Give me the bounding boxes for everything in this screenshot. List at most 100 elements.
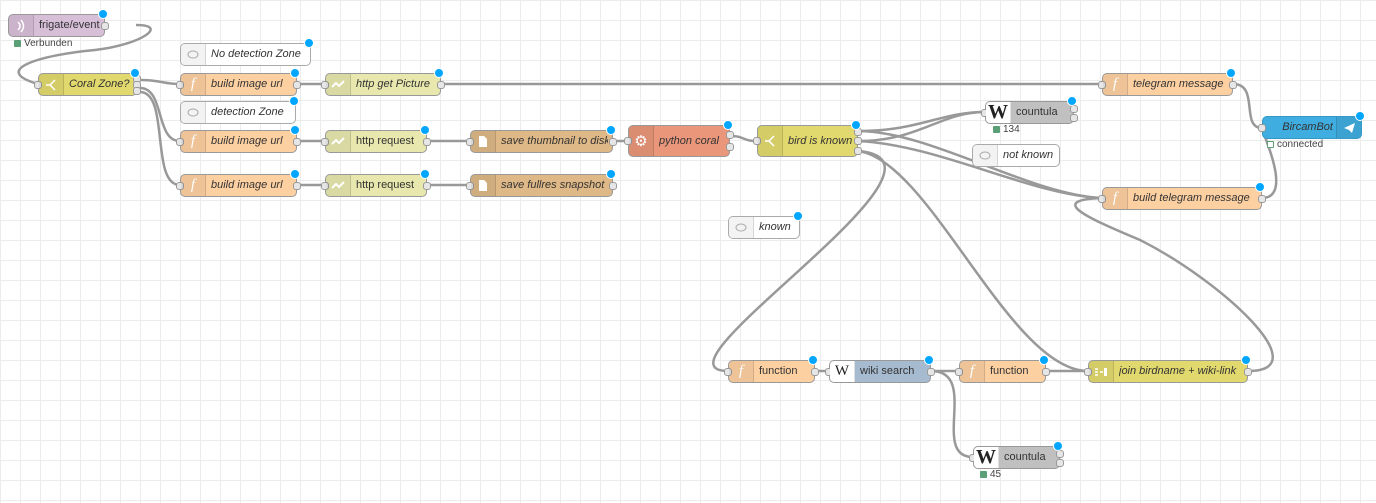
input-port[interactable] — [955, 368, 963, 376]
input-port[interactable] — [321, 81, 329, 89]
changed-indicator — [290, 169, 300, 179]
comment-node-not-known[interactable]: not known — [972, 144, 1060, 167]
globe-icon — [326, 175, 351, 196]
status-text: connected — [1277, 139, 1324, 150]
node-label: bird is known — [788, 135, 853, 147]
comment-icon — [729, 217, 754, 238]
changed-indicator — [606, 169, 616, 179]
function-node-function-1[interactable]: f function — [724, 355, 819, 383]
node-status: 45 — [980, 469, 1001, 480]
output-port[interactable] — [293, 138, 301, 146]
function-node-build-image-url-3[interactable]: f build image url — [176, 169, 301, 197]
output-port-1[interactable] — [1070, 105, 1078, 113]
node-label: BircamBot — [1282, 121, 1333, 133]
node-label: build telegram message — [1133, 192, 1250, 204]
output-port[interactable] — [609, 138, 617, 146]
wikipedia-node-wiki-search[interactable]: W wiki search — [825, 355, 935, 383]
output-port[interactable] — [293, 81, 301, 89]
file-node-save-fullres[interactable]: save fullres snapshot — [466, 169, 617, 197]
output-port[interactable] — [293, 182, 301, 190]
function-node-function-2[interactable]: f function — [955, 355, 1050, 383]
switch-node-coral-zone[interactable]: Coral Zone? — [34, 68, 141, 96]
function-icon: f — [1103, 188, 1128, 209]
join-node-join-birdname-wiki-link[interactable]: join birdname + wiki-link — [1084, 355, 1252, 383]
output-port[interactable] — [101, 22, 109, 30]
node-status: Verbunden — [14, 38, 72, 49]
output-port[interactable] — [423, 138, 431, 146]
python-node-python-coral[interactable]: ⚙ python coral — [624, 120, 734, 157]
input-port[interactable] — [321, 138, 329, 146]
input-port[interactable] — [466, 138, 474, 146]
function-icon: f — [729, 361, 754, 382]
output-port-2[interactable] — [1056, 459, 1064, 467]
output-port-3[interactable] — [133, 87, 141, 95]
counter-icon: W — [974, 446, 999, 468]
file-icon — [471, 131, 496, 152]
input-port[interactable] — [176, 81, 184, 89]
output-port-1[interactable] — [1056, 450, 1064, 458]
output-port[interactable] — [927, 368, 935, 376]
output-port[interactable] — [423, 182, 431, 190]
node-label: save thumbnail to disk — [501, 135, 608, 147]
input-port[interactable] — [624, 137, 632, 145]
changed-indicator — [851, 120, 861, 130]
output-port[interactable] — [609, 182, 617, 190]
output-port[interactable] — [1258, 195, 1266, 203]
changed-indicator — [723, 120, 733, 130]
comment-icon — [181, 102, 206, 123]
wire — [139, 86, 181, 143]
input-port[interactable] — [176, 182, 184, 190]
output-port[interactable] — [1229, 81, 1237, 89]
input-port[interactable] — [1098, 195, 1106, 203]
function-node-telegram-message[interactable]: f telegram message — [1098, 68, 1237, 96]
input-port[interactable] — [321, 182, 329, 190]
function-node-build-telegram-message[interactable]: f build telegram message — [1098, 182, 1266, 210]
changed-indicator — [98, 9, 108, 19]
output-port[interactable] — [437, 81, 445, 89]
output-port-1[interactable] — [726, 131, 734, 139]
node-label: countula — [1016, 106, 1058, 118]
node-label: frigate/events — [39, 19, 100, 31]
comment-icon — [181, 44, 206, 65]
output-port[interactable] — [1042, 368, 1050, 376]
input-port[interactable] — [1258, 124, 1266, 132]
status-icon — [980, 471, 987, 478]
input-port[interactable] — [1098, 81, 1106, 89]
function-icon: f — [960, 361, 985, 382]
changed-indicator — [1255, 182, 1265, 192]
changed-indicator — [130, 68, 140, 78]
comment-node-no-detection-zone[interactable]: No detection Zone — [180, 38, 314, 66]
comment-node-known[interactable]: known — [728, 211, 803, 239]
input-port[interactable] — [724, 368, 732, 376]
http-request-node-http-get-picture[interactable]: http get Picture — [321, 68, 445, 96]
http-request-node-http-request-2[interactable]: http request — [321, 169, 431, 197]
mqtt-in-node-frigate-events[interactable]: frigate/events — [8, 9, 109, 37]
output-port[interactable] — [1244, 368, 1252, 376]
input-port[interactable] — [34, 81, 42, 89]
function-icon: f — [181, 74, 206, 95]
output-port-2[interactable] — [854, 137, 862, 145]
output-port-3[interactable] — [854, 147, 862, 155]
function-node-build-image-url-2[interactable]: f build image url — [176, 125, 301, 153]
function-node-build-image-url-1[interactable]: f build image url — [176, 68, 301, 96]
http-request-node-http-request-1[interactable]: http request — [321, 125, 431, 153]
output-port-2[interactable] — [726, 143, 734, 151]
counter-node-countula-1[interactable]: W countula — [981, 96, 1078, 124]
node-label: known — [759, 221, 791, 233]
wikipedia-icon: W — [830, 361, 855, 382]
counter-node-countula-2[interactable]: W countula — [969, 441, 1064, 469]
switch-node-bird-is-known[interactable]: bird is known — [753, 120, 862, 157]
file-icon — [471, 175, 496, 196]
comment-icon — [973, 145, 998, 166]
file-node-save-thumbnail[interactable]: save thumbnail to disk — [466, 125, 617, 153]
input-port[interactable] — [466, 182, 474, 190]
input-port[interactable] — [176, 138, 184, 146]
join-icon — [1089, 361, 1114, 382]
output-port[interactable] — [811, 368, 819, 376]
output-port-2[interactable] — [1070, 114, 1078, 122]
telegram-icon — [1336, 117, 1361, 138]
input-port[interactable] — [753, 137, 761, 145]
comment-node-detection-zone[interactable]: detection Zone — [180, 96, 299, 124]
telegram-sender-node-bircambot[interactable]: BircamBot — [1258, 111, 1365, 139]
input-port[interactable] — [1084, 368, 1092, 376]
